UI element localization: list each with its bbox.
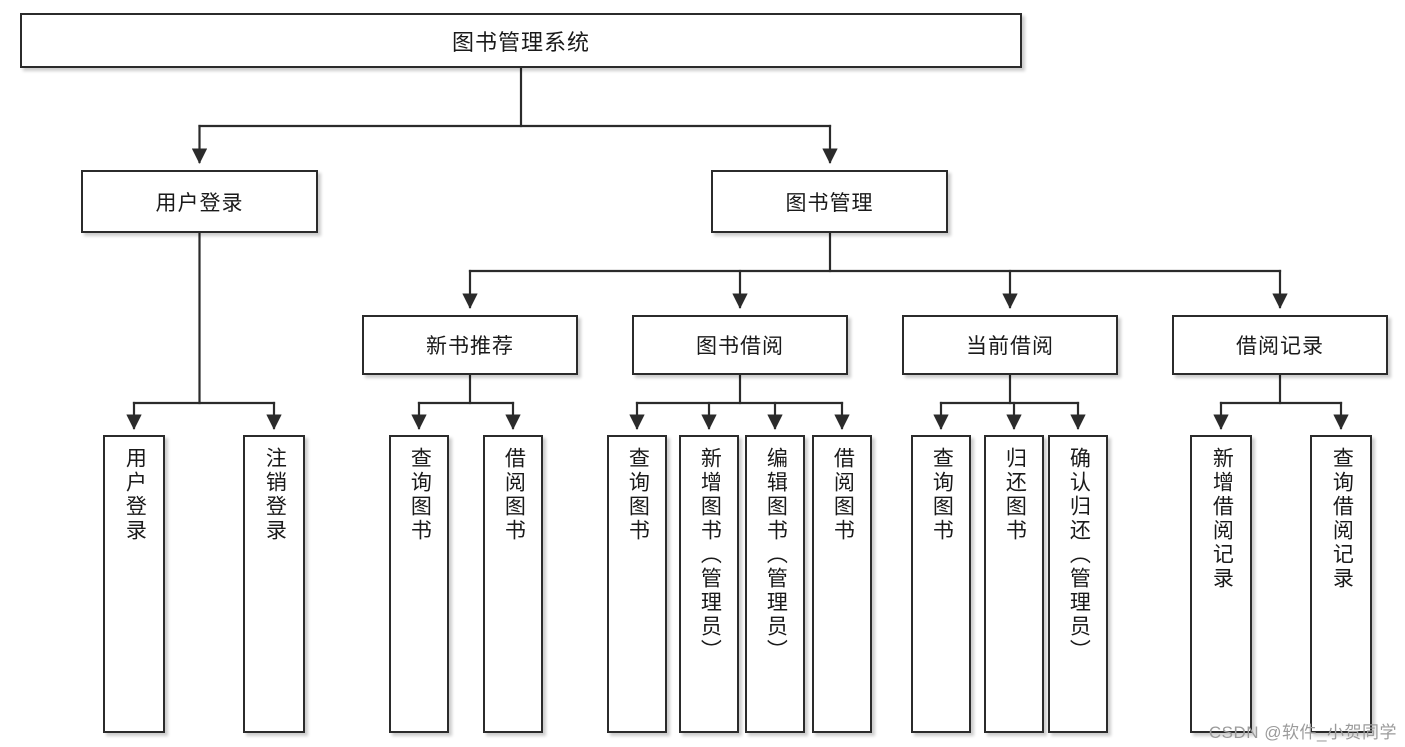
node-user-login-label: 用户登录 (155, 191, 244, 215)
node-leaf-borrow-book[interactable]: 借阅图书 (812, 435, 872, 733)
node-leaf-return-book-label: 归还图书 (1003, 447, 1027, 543)
node-leaf-add-record-label: 新增借阅记录 (1210, 447, 1234, 591)
node-leaf-query-book-cur[interactable]: 查询图书 (911, 435, 971, 733)
node-current-borrow-label: 当前借阅 (966, 335, 1054, 358)
node-borrow-record[interactable]: 借阅记录 (1172, 315, 1388, 375)
node-root[interactable]: 图书管理系统 (20, 13, 1022, 68)
node-leaf-confirm-return-label: 确认归还（管理员） (1067, 447, 1091, 663)
node-leaf-query-book-cur-label: 查询图书 (930, 447, 954, 543)
node-book-borrow[interactable]: 图书借阅 (632, 315, 848, 375)
node-new-book-recommend-label: 新书推荐 (426, 335, 514, 358)
node-leaf-user-login-label: 用户登录 (123, 447, 147, 543)
node-leaf-return-book[interactable]: 归还图书 (984, 435, 1044, 733)
node-leaf-query-book-rec-label: 查询图书 (408, 447, 432, 543)
node-leaf-user-login[interactable]: 用户登录 (103, 435, 165, 733)
node-leaf-add-book-label: 新增图书（管理员） (698, 447, 722, 663)
node-leaf-edit-book[interactable]: 编辑图书（管理员） (745, 435, 805, 733)
node-leaf-query-book-borrow-label: 查询图书 (626, 447, 650, 543)
node-leaf-user-logout-label: 注销登录 (263, 447, 287, 543)
node-book-manage[interactable]: 图书管理 (711, 170, 948, 233)
node-leaf-confirm-return[interactable]: 确认归还（管理员） (1048, 435, 1108, 733)
node-leaf-query-record[interactable]: 查询借阅记录 (1310, 435, 1372, 733)
node-leaf-user-logout[interactable]: 注销登录 (243, 435, 305, 733)
node-borrow-record-label: 借阅记录 (1236, 335, 1324, 358)
node-book-manage-label: 图书管理 (785, 191, 874, 215)
node-leaf-borrow-book-rec-label: 借阅图书 (502, 447, 526, 543)
node-leaf-query-book-rec[interactable]: 查询图书 (389, 435, 449, 733)
node-leaf-add-book[interactable]: 新增图书（管理员） (679, 435, 739, 733)
node-new-book-recommend[interactable]: 新书推荐 (362, 315, 578, 375)
node-leaf-add-record[interactable]: 新增借阅记录 (1190, 435, 1252, 733)
node-leaf-edit-book-label: 编辑图书（管理员） (764, 447, 788, 663)
node-leaf-borrow-book-rec[interactable]: 借阅图书 (483, 435, 543, 733)
node-leaf-query-book-borrow[interactable]: 查询图书 (607, 435, 667, 733)
node-user-login[interactable]: 用户登录 (81, 170, 318, 233)
node-current-borrow[interactable]: 当前借阅 (902, 315, 1118, 375)
node-leaf-query-record-label: 查询借阅记录 (1330, 447, 1354, 591)
node-leaf-borrow-book-label: 借阅图书 (831, 447, 855, 543)
node-book-borrow-label: 图书借阅 (696, 335, 784, 358)
node-root-label: 图书管理系统 (451, 29, 590, 55)
